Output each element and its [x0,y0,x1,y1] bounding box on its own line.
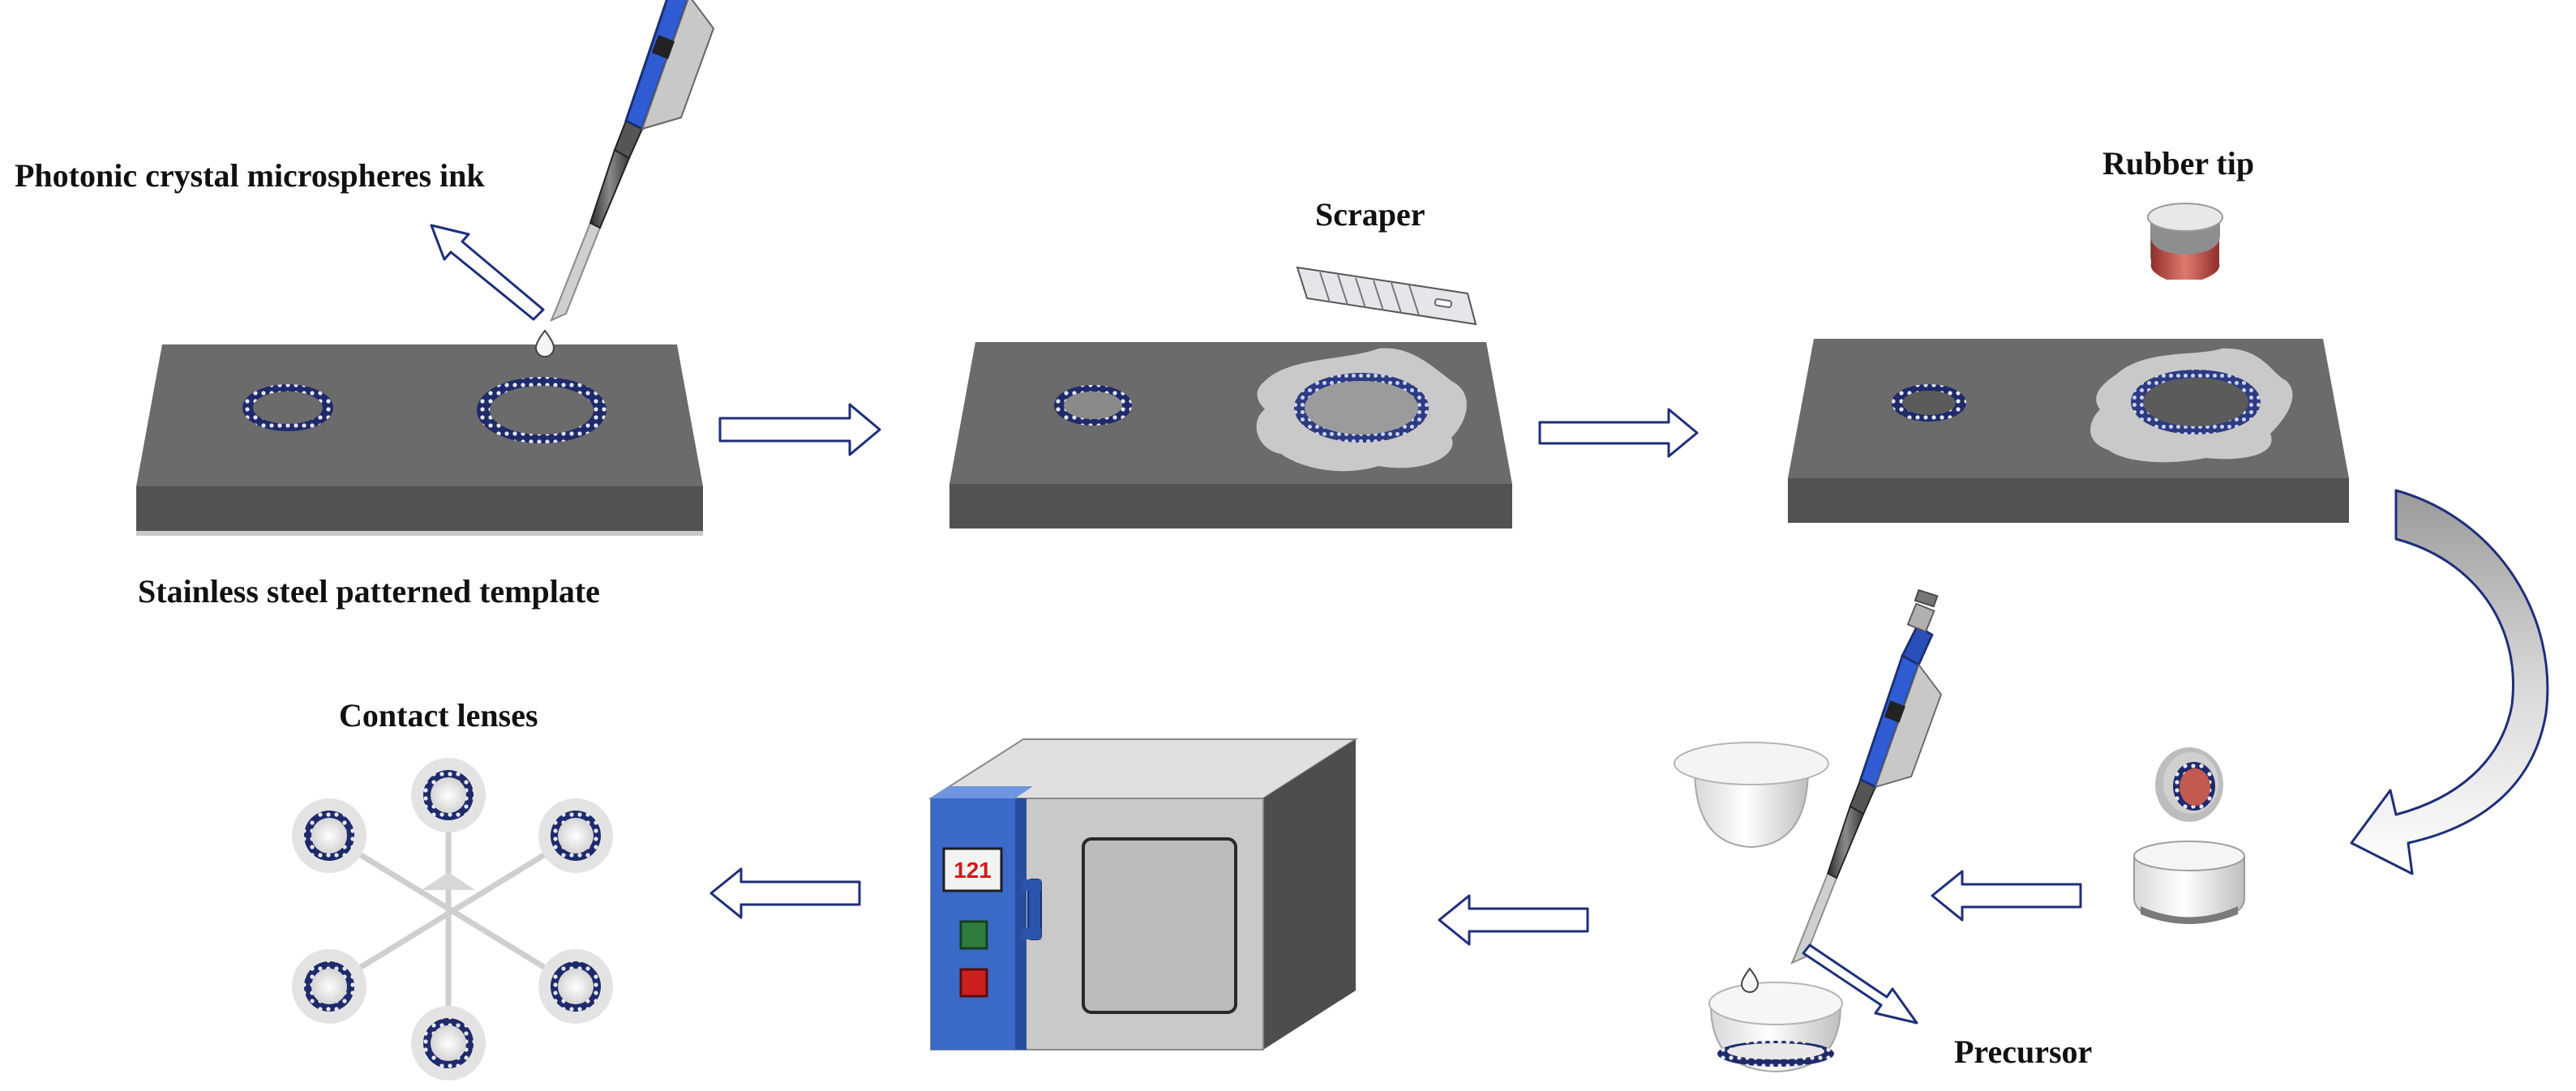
step-contact-lenses: Contact lenses [292,697,613,1080]
green-button [959,920,988,950]
precursor-droplet [1740,967,1759,993]
small-ring-pattern [1054,385,1132,426]
scraper-label: Scraper [1315,196,1425,233]
rubber-tip-icon [2147,203,2223,280]
oven-door-handle [1022,879,1042,940]
arrow-left-2 [1438,894,1589,946]
contact-lens-icon [411,758,486,832]
lens-holder-spokes [328,795,577,1043]
oven-display: 121 [954,858,992,883]
contact-lens-icon [411,1006,486,1080]
contact-lens-icon [292,798,366,873]
red-button [959,968,988,998]
ink-spread [1256,348,1467,472]
steel-template-3 [1788,339,2349,523]
step-template-with-ink: Photonic crystal microspheres ink Stainl… [15,0,715,610]
large-ring-pattern [477,377,606,443]
lens-mold-base-icon [1708,982,1843,1073]
small-ring-pattern [1892,384,1966,421]
contact-lens-icon [538,949,613,1024]
contact-lens-icon [292,949,366,1024]
arrow-right-1 [718,403,881,456]
arrow-left-1 [1931,870,2082,922]
pipette-icon [550,0,715,322]
ink-spread [2090,348,2293,463]
ink-callout-arrow [430,224,545,321]
step-rubber-tip: Rubber tip [1788,145,2349,523]
template-label: Stainless steel patterned template [138,573,600,610]
arrow-left-3 [709,867,861,919]
steel-template-2 [949,342,1512,528]
small-ring-pattern [242,384,333,431]
contact-lens-icon [538,798,613,873]
step-scraping: Scraper [949,196,1512,528]
precursor-callout-arrow [1802,943,1918,1025]
steel-template-1 [136,344,703,536]
rubber-tip-inverted-icon [2155,747,2223,822]
precursor-label: Precursor [1954,1033,2092,1070]
lens-mold-icon [2133,841,2245,924]
step-precursor: Precursor [1674,588,2092,1073]
rubber-tip-label: Rubber tip [2102,145,2254,182]
step-transfer [2133,747,2245,924]
scraper-icon [1296,266,1477,326]
oven-control-panel: 121 [931,786,1033,1050]
contact-lenses-label: Contact lenses [339,697,538,734]
oven-icon: 121 [928,738,1359,1050]
arrow-right-2 [1538,408,1699,458]
lens-mold-cap-icon [1674,742,1829,849]
ink-droplet [534,329,555,357]
curved-arrow [2350,489,2549,875]
ink-label: Photonic crystal microspheres ink [15,157,485,194]
